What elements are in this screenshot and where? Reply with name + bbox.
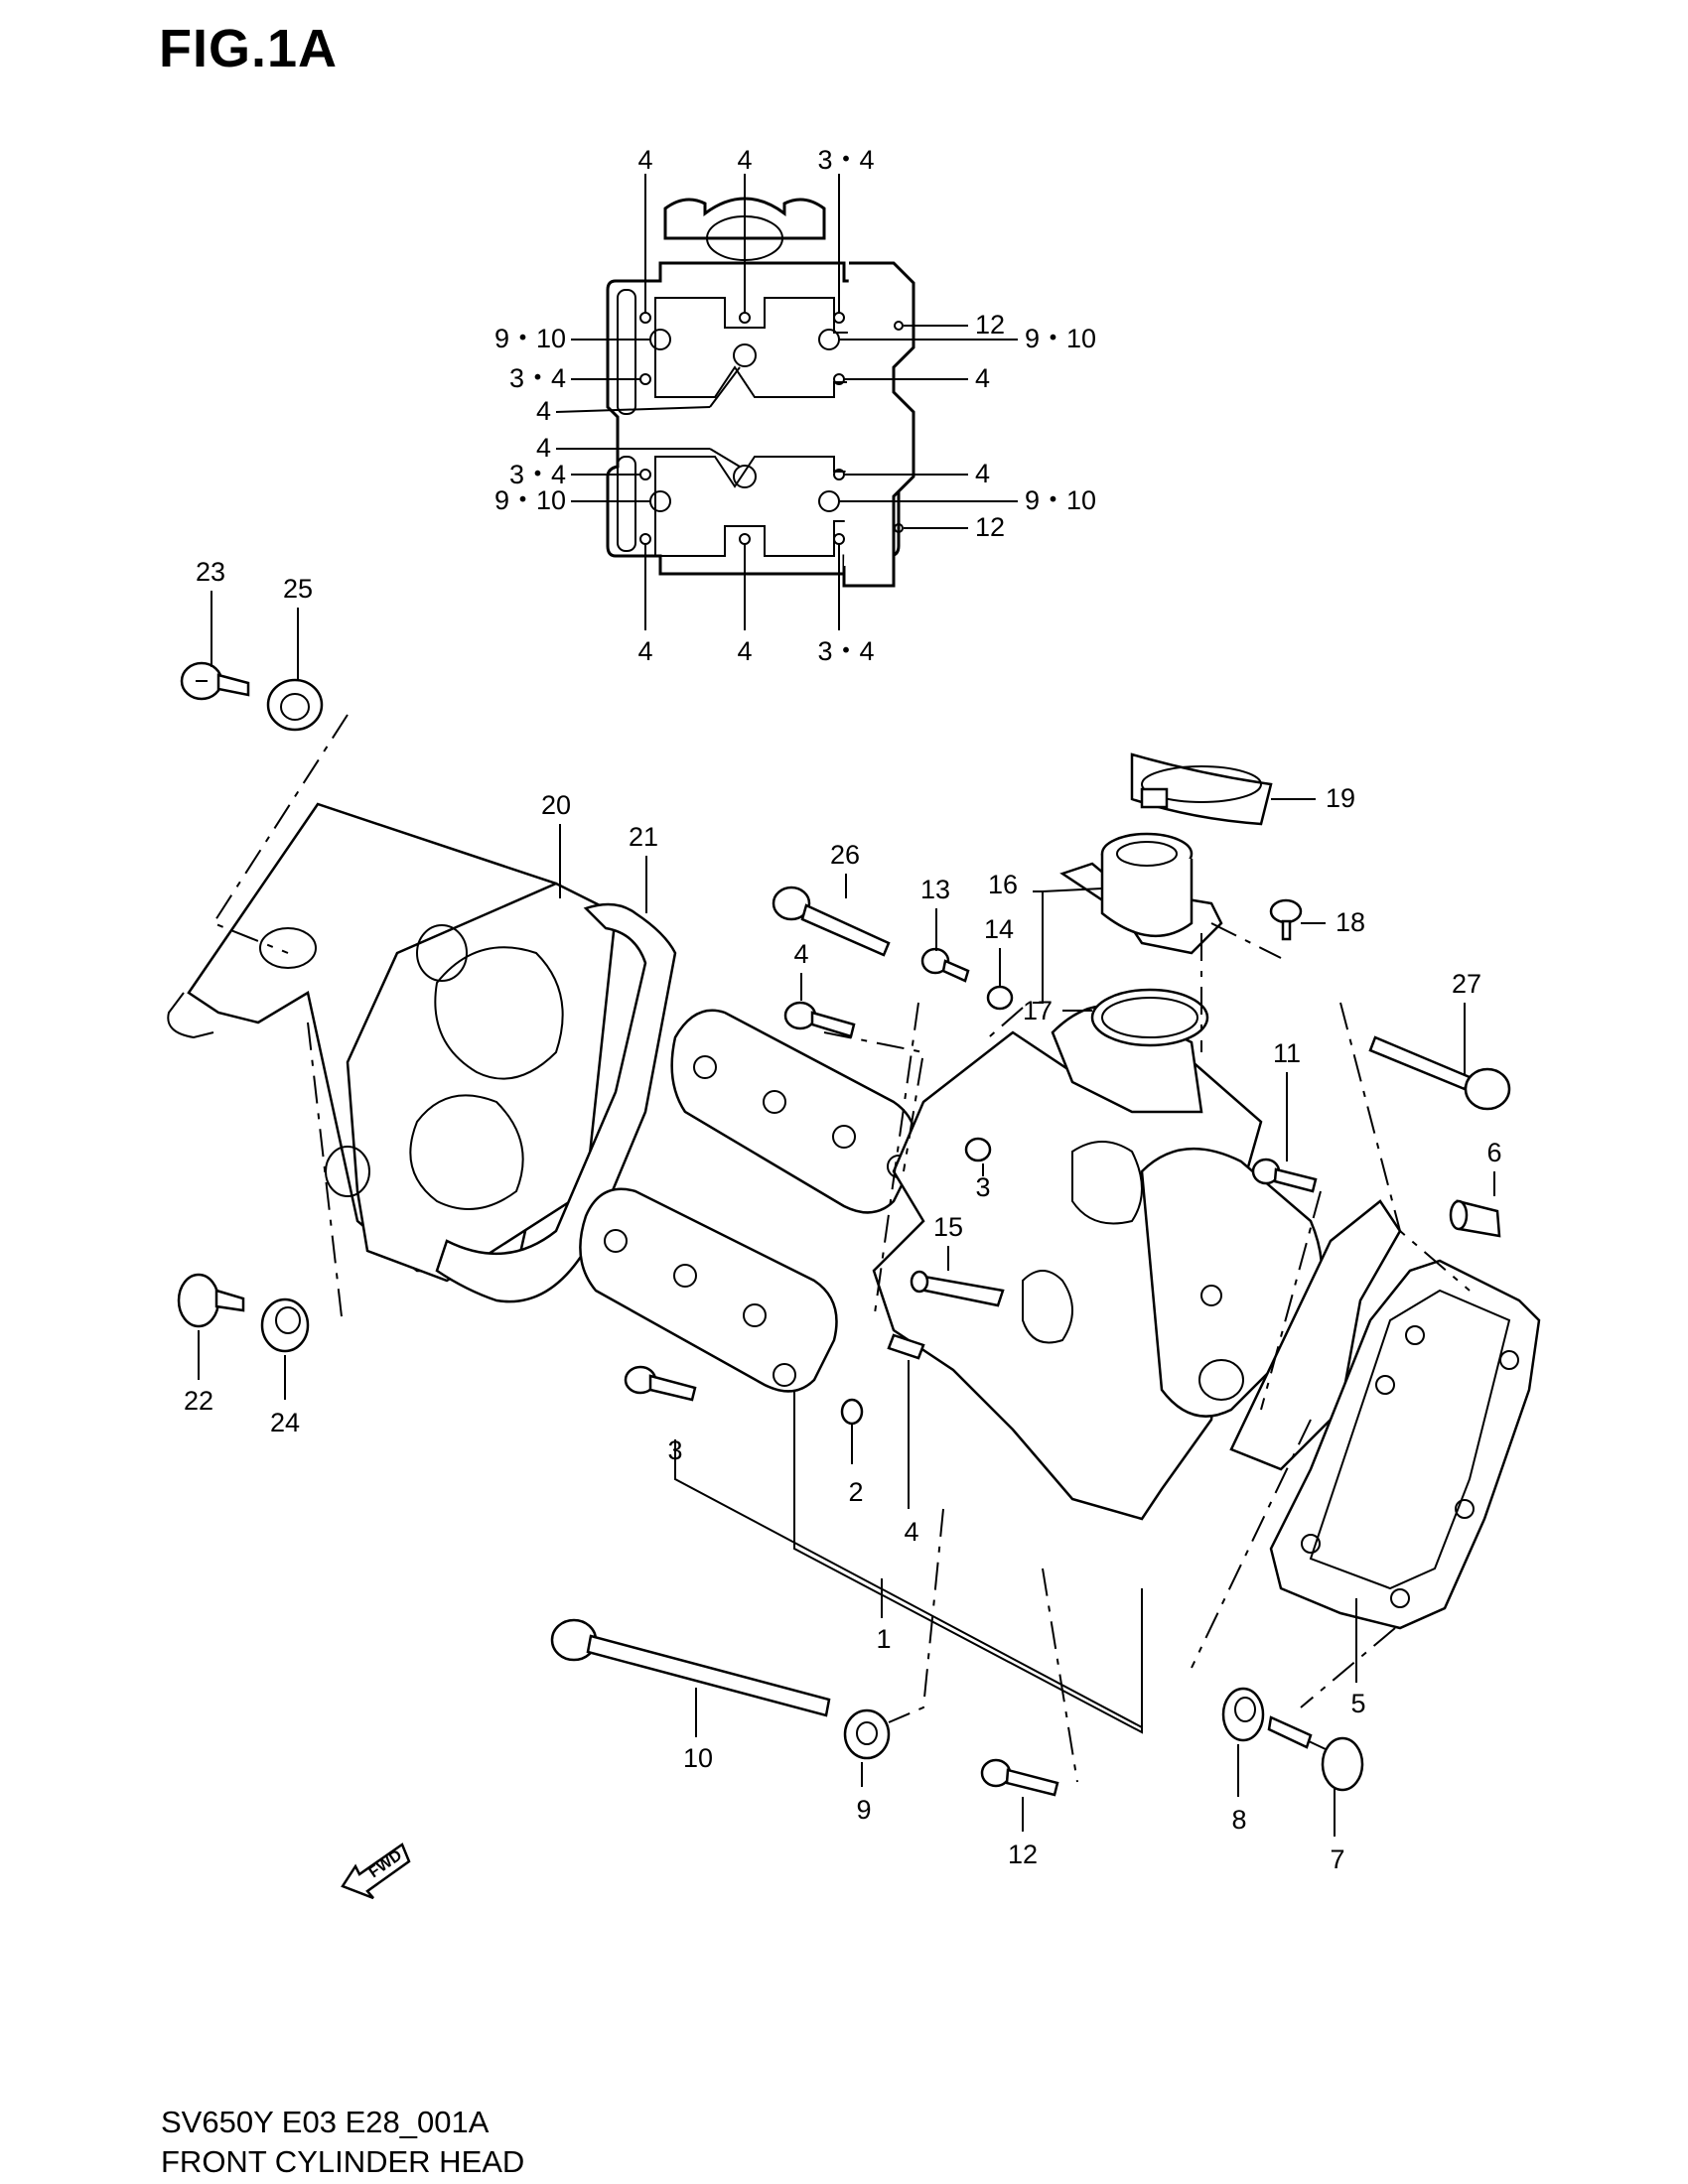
- callout-6: 6: [1486, 1138, 1501, 1167]
- callout-12: 12: [1008, 1840, 1038, 1869]
- callout-3-upper: 3: [975, 1172, 990, 1202]
- callout-2: 2: [848, 1477, 863, 1507]
- callout-11: 11: [1273, 1038, 1301, 1068]
- callout-1: 1: [876, 1624, 891, 1654]
- part-4-bolt-lower: [887, 1333, 925, 1360]
- assembly-dash-lines: [211, 714, 1471, 1783]
- part-7-bolt: [1267, 1715, 1364, 1792]
- callout-4-lower: 4: [904, 1517, 918, 1547]
- leader-lines: [198, 591, 1495, 1837]
- part-16-intake-pipe: [1059, 832, 1223, 955]
- tighten-label-bottom-3: 3・4: [817, 636, 874, 666]
- part-8-grommet: [1221, 1687, 1265, 1742]
- tighten-label-top-1: 4: [637, 145, 652, 175]
- callout-21: 21: [629, 822, 658, 852]
- callout-17: 17: [1023, 996, 1053, 1025]
- part-3-bolt-lower: [624, 1365, 697, 1402]
- tighten-label-bottom-2: 4: [737, 636, 752, 666]
- part-12-bolt: [980, 1758, 1059, 1797]
- part-24-grommet: [260, 1297, 310, 1353]
- callout-27: 27: [1452, 969, 1481, 999]
- callout-24: 24: [270, 1408, 300, 1437]
- callout-14: 14: [984, 914, 1014, 944]
- callout-18: 18: [1336, 907, 1365, 937]
- callout-9: 9: [856, 1795, 871, 1825]
- forward-direction-arrow: FWD: [341, 1843, 411, 1900]
- tighten-label-bottom-1: 4: [637, 636, 652, 666]
- tighten-label-right-2: 9・10: [1025, 324, 1096, 353]
- callout-10: 10: [683, 1743, 713, 1773]
- tightening-order-diagram: 4 4 3・4 9・10 3・4 4 4 3・4 9・10 12 9・10 4 …: [494, 145, 1096, 666]
- callout-5: 5: [1350, 1689, 1365, 1718]
- part-14-washer: [986, 985, 1014, 1011]
- tighten-label-right-5: 9・10: [1025, 485, 1096, 515]
- callout-labels: 23 25 20 21 26 13 16 19 18 14 17 4 27 11…: [184, 557, 1502, 1874]
- tighten-label-left-2: 3・4: [509, 363, 566, 393]
- part-25-grommet: [266, 678, 324, 732]
- tighten-label-right-1: 12: [975, 310, 1005, 340]
- callout-7: 7: [1330, 1844, 1344, 1874]
- figure-title: FIG.1A: [159, 19, 339, 78]
- part-27-bolt: [1368, 1035, 1511, 1111]
- part-15-spark-plug: [910, 1270, 1005, 1307]
- part-9-washer: [843, 1708, 891, 1760]
- tighten-label-left-3: 4: [536, 396, 551, 426]
- tighten-label-top-2: 4: [737, 145, 752, 175]
- part-13-bolt: [920, 947, 970, 983]
- part-3-dowel-upper: [964, 1137, 992, 1162]
- tighten-label-left-1: 9・10: [494, 324, 566, 353]
- callout-25: 25: [283, 574, 313, 604]
- callout-8: 8: [1231, 1805, 1246, 1835]
- tighten-label-top-3: 3・4: [817, 145, 874, 175]
- part-4-bolt-upper: [783, 1001, 856, 1038]
- callout-22: 22: [184, 1386, 213, 1416]
- part-26-bolt: [772, 886, 891, 957]
- tighten-label-left-5: 3・4: [509, 460, 566, 489]
- tighten-label-left-4: 4: [536, 433, 551, 463]
- callout-20: 20: [541, 790, 571, 820]
- callout-15: 15: [933, 1212, 963, 1242]
- tighten-label-left-6: 9・10: [494, 485, 566, 515]
- callout-13: 13: [920, 875, 950, 904]
- callout-4-upper: 4: [793, 939, 808, 969]
- part-camshaft-holder-lower: [579, 1187, 838, 1393]
- part-19-clamp: [1130, 752, 1273, 826]
- part-camshaft-holder-upper: [670, 1009, 917, 1214]
- part-10-stud-bolt: [550, 1618, 831, 1717]
- callout-3-lower: 3: [667, 1435, 682, 1465]
- tighten-label-right-3: 4: [975, 363, 990, 393]
- diagram-code: SV650Y E03 E28_001A: [161, 2105, 490, 2139]
- diagram-name: FRONT CYLINDER HEAD: [161, 2144, 525, 2179]
- part-5-cylinder-gasket: [1269, 1259, 1541, 1630]
- callout-19: 19: [1326, 783, 1355, 813]
- callout-23: 23: [196, 557, 225, 587]
- diagram-footer: SV650Y E03 E28_001A FRONT CYLINDER HEAD: [161, 2103, 524, 2182]
- part-23-bolt: [180, 661, 250, 701]
- part-18-screw: [1269, 898, 1303, 941]
- part-11-bolt: [1251, 1158, 1318, 1193]
- part-22-bolt: [177, 1273, 245, 1328]
- part-20-cylinder-head-cover: [167, 802, 618, 1283]
- callout-16: 16: [988, 870, 1018, 899]
- callout-26: 26: [830, 840, 860, 870]
- part-2-dowel-pin: [840, 1398, 864, 1426]
- part-21-cover-gasket: [435, 902, 677, 1303]
- part-6-dowel-pin: [1449, 1199, 1501, 1238]
- part-17-o-ring: [1090, 988, 1209, 1047]
- tighten-label-right-4: 4: [975, 459, 990, 488]
- tighten-label-right-6: 12: [975, 512, 1005, 542]
